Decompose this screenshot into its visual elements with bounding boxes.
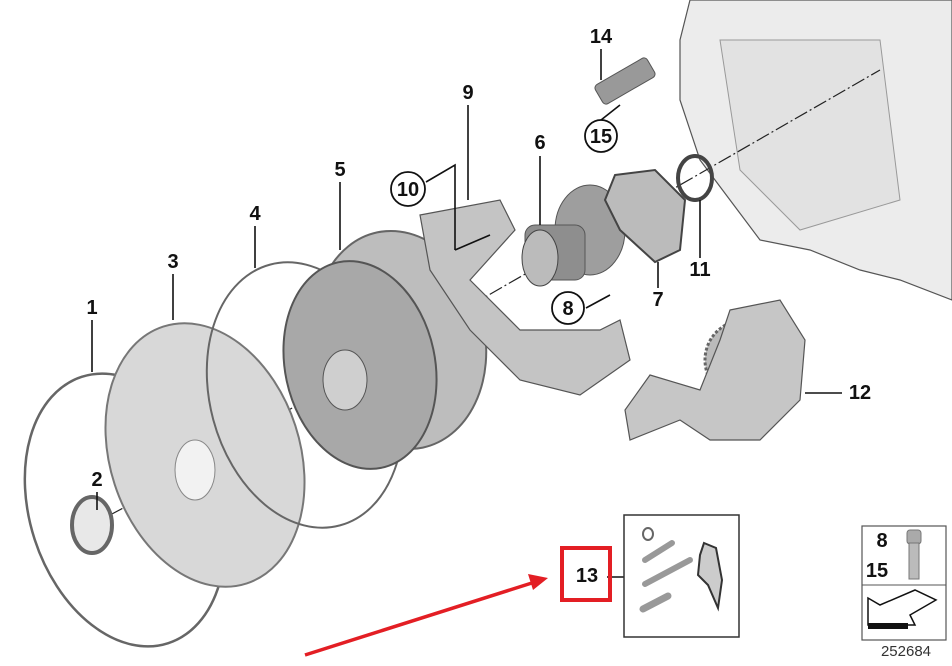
pump-12 <box>624 299 806 441</box>
callout-15-circle <box>584 119 618 153</box>
o-ring-icon <box>642 527 654 541</box>
diagram-id: 252684 <box>881 643 931 660</box>
shield-9 <box>419 199 631 396</box>
callout-8-circle <box>551 291 585 325</box>
highlight-box-13 <box>560 546 612 602</box>
arrow-symbol-base <box>868 623 908 629</box>
housing-detail <box>719 39 901 231</box>
seal-2 <box>70 495 114 555</box>
legend-box: 8 15 252684 <box>861 525 947 660</box>
ring-11 <box>676 154 714 202</box>
callout-8: 8 <box>562 298 573 320</box>
callout-7: 7 <box>652 289 663 311</box>
callout-14: 14 <box>590 26 613 48</box>
callout-4: 4 <box>249 203 261 225</box>
screw-head-icon <box>906 529 922 545</box>
callout-5: 5 <box>334 159 345 181</box>
legend-number-15: 15 <box>866 560 888 582</box>
callout-6: 6 <box>534 132 545 154</box>
gasket-7 <box>603 168 687 264</box>
gasket-icon <box>696 541 724 612</box>
cover-3-center <box>174 439 216 501</box>
kit-13-box <box>623 514 740 638</box>
callout-9: 9 <box>462 82 473 104</box>
bolt-icon <box>642 540 675 563</box>
bolt-icon <box>642 557 693 587</box>
callout-10: 10 <box>397 179 419 201</box>
callout-13: 13 <box>576 565 598 587</box>
callout-12: 12 <box>849 382 871 404</box>
part-6-end <box>521 229 559 287</box>
sensor-14 <box>594 57 656 105</box>
callout-1: 1 <box>86 297 97 319</box>
screw-shank-icon <box>908 542 920 580</box>
callout-11: 11 <box>689 259 710 281</box>
callout-2: 2 <box>91 469 102 491</box>
callout-3: 3 <box>167 251 178 273</box>
bolt-icon <box>639 592 672 613</box>
legend-number-8: 8 <box>876 530 887 552</box>
callout-10-circle <box>390 171 426 207</box>
callout-15: 15 <box>590 126 612 148</box>
leader-lines <box>91 49 842 578</box>
red-arrow <box>304 574 548 657</box>
clutch-5-hub <box>322 349 368 411</box>
